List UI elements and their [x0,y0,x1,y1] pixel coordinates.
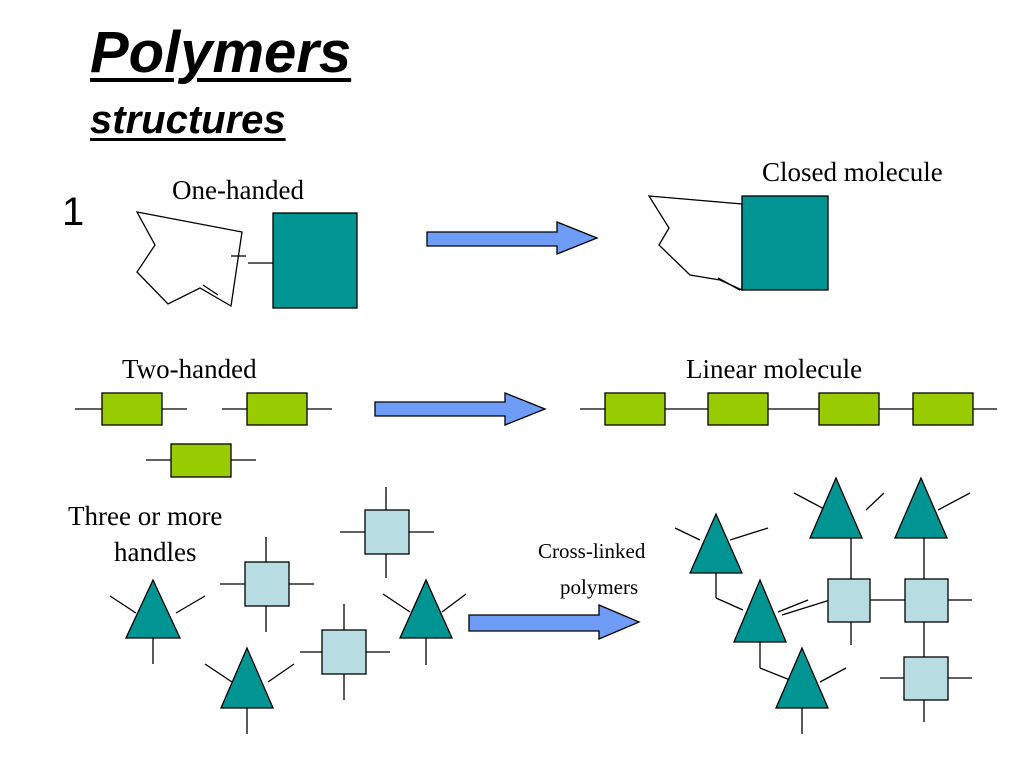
square-monomer [321,629,367,675]
label-cross-linked-line1: Cross-linked [538,539,646,563]
triangle-monomer [775,646,829,709]
lime-block [170,443,232,478]
square-monomer [903,656,949,701]
lime-block [707,392,769,426]
triangle-monomer [733,578,787,643]
teal-block [272,212,358,309]
square-monomer [364,509,410,555]
page-subtitle: structures [90,98,286,142]
lime-block [101,392,163,426]
square-monomer [827,578,871,623]
label-linear-molecule: Linear molecule [686,354,863,384]
square-monomer [904,578,949,623]
triangle-monomer [809,476,863,539]
arrow-right-icon [468,604,641,640]
lime-block [912,392,974,426]
triangle-monomer [689,512,743,574]
triangle-monomer [220,646,274,709]
closed-molecule [647,195,829,292]
row-number: 1 [62,190,85,234]
two-handed-monomers [75,392,332,478]
one-handed-monomer [135,211,358,309]
lime-block [604,392,666,426]
label-three-or-more-line1: Three or more [68,501,223,531]
label-cross-linked-line2: polymers [560,575,639,599]
label-one-handed: One-handed [172,175,304,205]
cross-linked-network [674,476,972,734]
triangle-monomer [398,578,454,639]
page-title: Polymers [90,20,352,85]
arrow-right-icon [374,392,547,426]
arrow-right-icon [426,221,599,255]
lime-block [246,392,308,426]
triangle-monomer [124,578,182,639]
label-two-handed: Two-handed [122,354,257,384]
square-monomer [244,561,290,607]
triangle-monomer [894,476,948,539]
linear-molecule [580,392,997,426]
multi-handle-monomers [109,487,467,734]
label-three-or-more-line2: handles [114,537,197,567]
label-closed-molecule: Closed molecule [762,157,943,187]
teal-block [741,195,829,291]
lime-block [818,392,880,426]
